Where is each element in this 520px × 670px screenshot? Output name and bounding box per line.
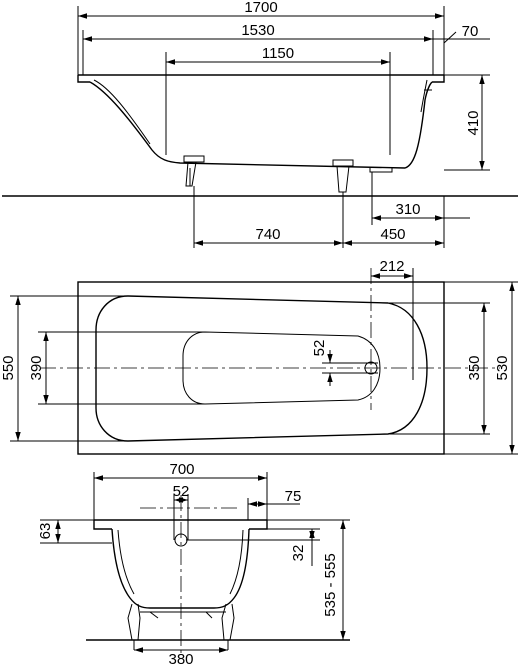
dim-height: 410 bbox=[465, 110, 482, 135]
dim-foot-offset: 310 bbox=[395, 201, 420, 218]
top-view: 212 550 390 530 350 52 bbox=[0, 258, 518, 455]
dim-overall-length: 1700 bbox=[244, 0, 277, 16]
dim-end-overflow-height: 32 bbox=[290, 545, 307, 562]
dim-end-overall-width: 700 bbox=[169, 461, 194, 478]
end-right-foot bbox=[205, 603, 235, 650]
dim-inner-length: 1530 bbox=[241, 22, 274, 39]
dim-foot-to-end: 450 bbox=[380, 226, 405, 243]
dim-end-total-height: 535 - 555 bbox=[322, 553, 339, 616]
right-foot bbox=[332, 159, 354, 193]
dim-outer-width: 550 bbox=[0, 355, 17, 380]
side-view: 1700 1530 70 1150 410 310 740 450 bbox=[2, 0, 518, 248]
dim-inner-width: 530 bbox=[494, 355, 511, 380]
dim-shoulder-width: 350 bbox=[466, 355, 483, 380]
dim-drain-diameter-top: 52 bbox=[311, 340, 328, 357]
left-foot bbox=[183, 155, 205, 187]
drain-circle bbox=[364, 361, 378, 375]
dim-end-drain-diameter: 52 bbox=[173, 483, 190, 500]
dim-rim-width: 70 bbox=[462, 23, 479, 40]
end-left-foot bbox=[127, 603, 159, 650]
dim-bottom-width: 390 bbox=[28, 355, 45, 380]
dim-bottom-length: 1150 bbox=[262, 45, 294, 62]
end-drain-circle bbox=[174, 533, 188, 547]
dim-drain-offset: 212 bbox=[379, 258, 404, 275]
dim-end-rim-drop: 63 bbox=[37, 523, 54, 540]
end-view: 700 52 75 63 32 535 - 555 380 bbox=[37, 461, 350, 668]
dim-end-foot-spacing: 380 bbox=[168, 651, 193, 668]
dim-foot-spacing: 740 bbox=[255, 226, 280, 243]
dim-end-rim-width: 75 bbox=[285, 488, 302, 505]
